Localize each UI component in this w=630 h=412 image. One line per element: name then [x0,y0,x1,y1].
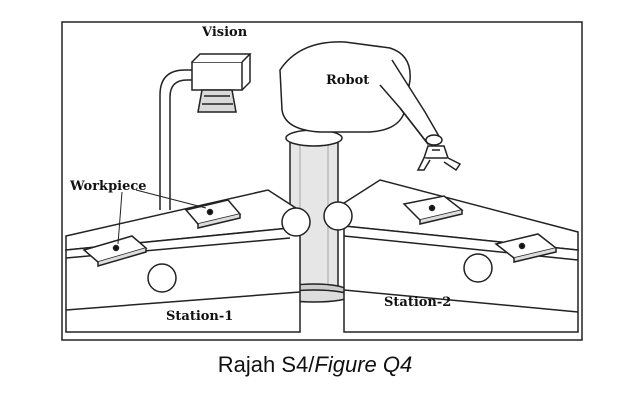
vision-label: Vision [201,25,248,40]
station-2-label: Station-2 [384,295,451,310]
workpiece-4 [494,233,558,263]
figure-caption: Rajah S4/Figure Q4 [0,352,630,378]
workpiece-2 [184,199,242,229]
workpiece-label: Workpiece [69,179,147,194]
station-1-label: Station-1 [166,309,233,324]
caption-main: Rajah S4/ [217,352,315,377]
workpiece-3 [402,195,464,225]
figure-frame [61,21,583,341]
robot-label: Robot [326,73,369,88]
workpiece-leaders [117,189,207,245]
vision-camera [159,53,252,210]
workpiece-1 [82,235,148,267]
caption-italic: Figure Q4 [314,352,413,377]
